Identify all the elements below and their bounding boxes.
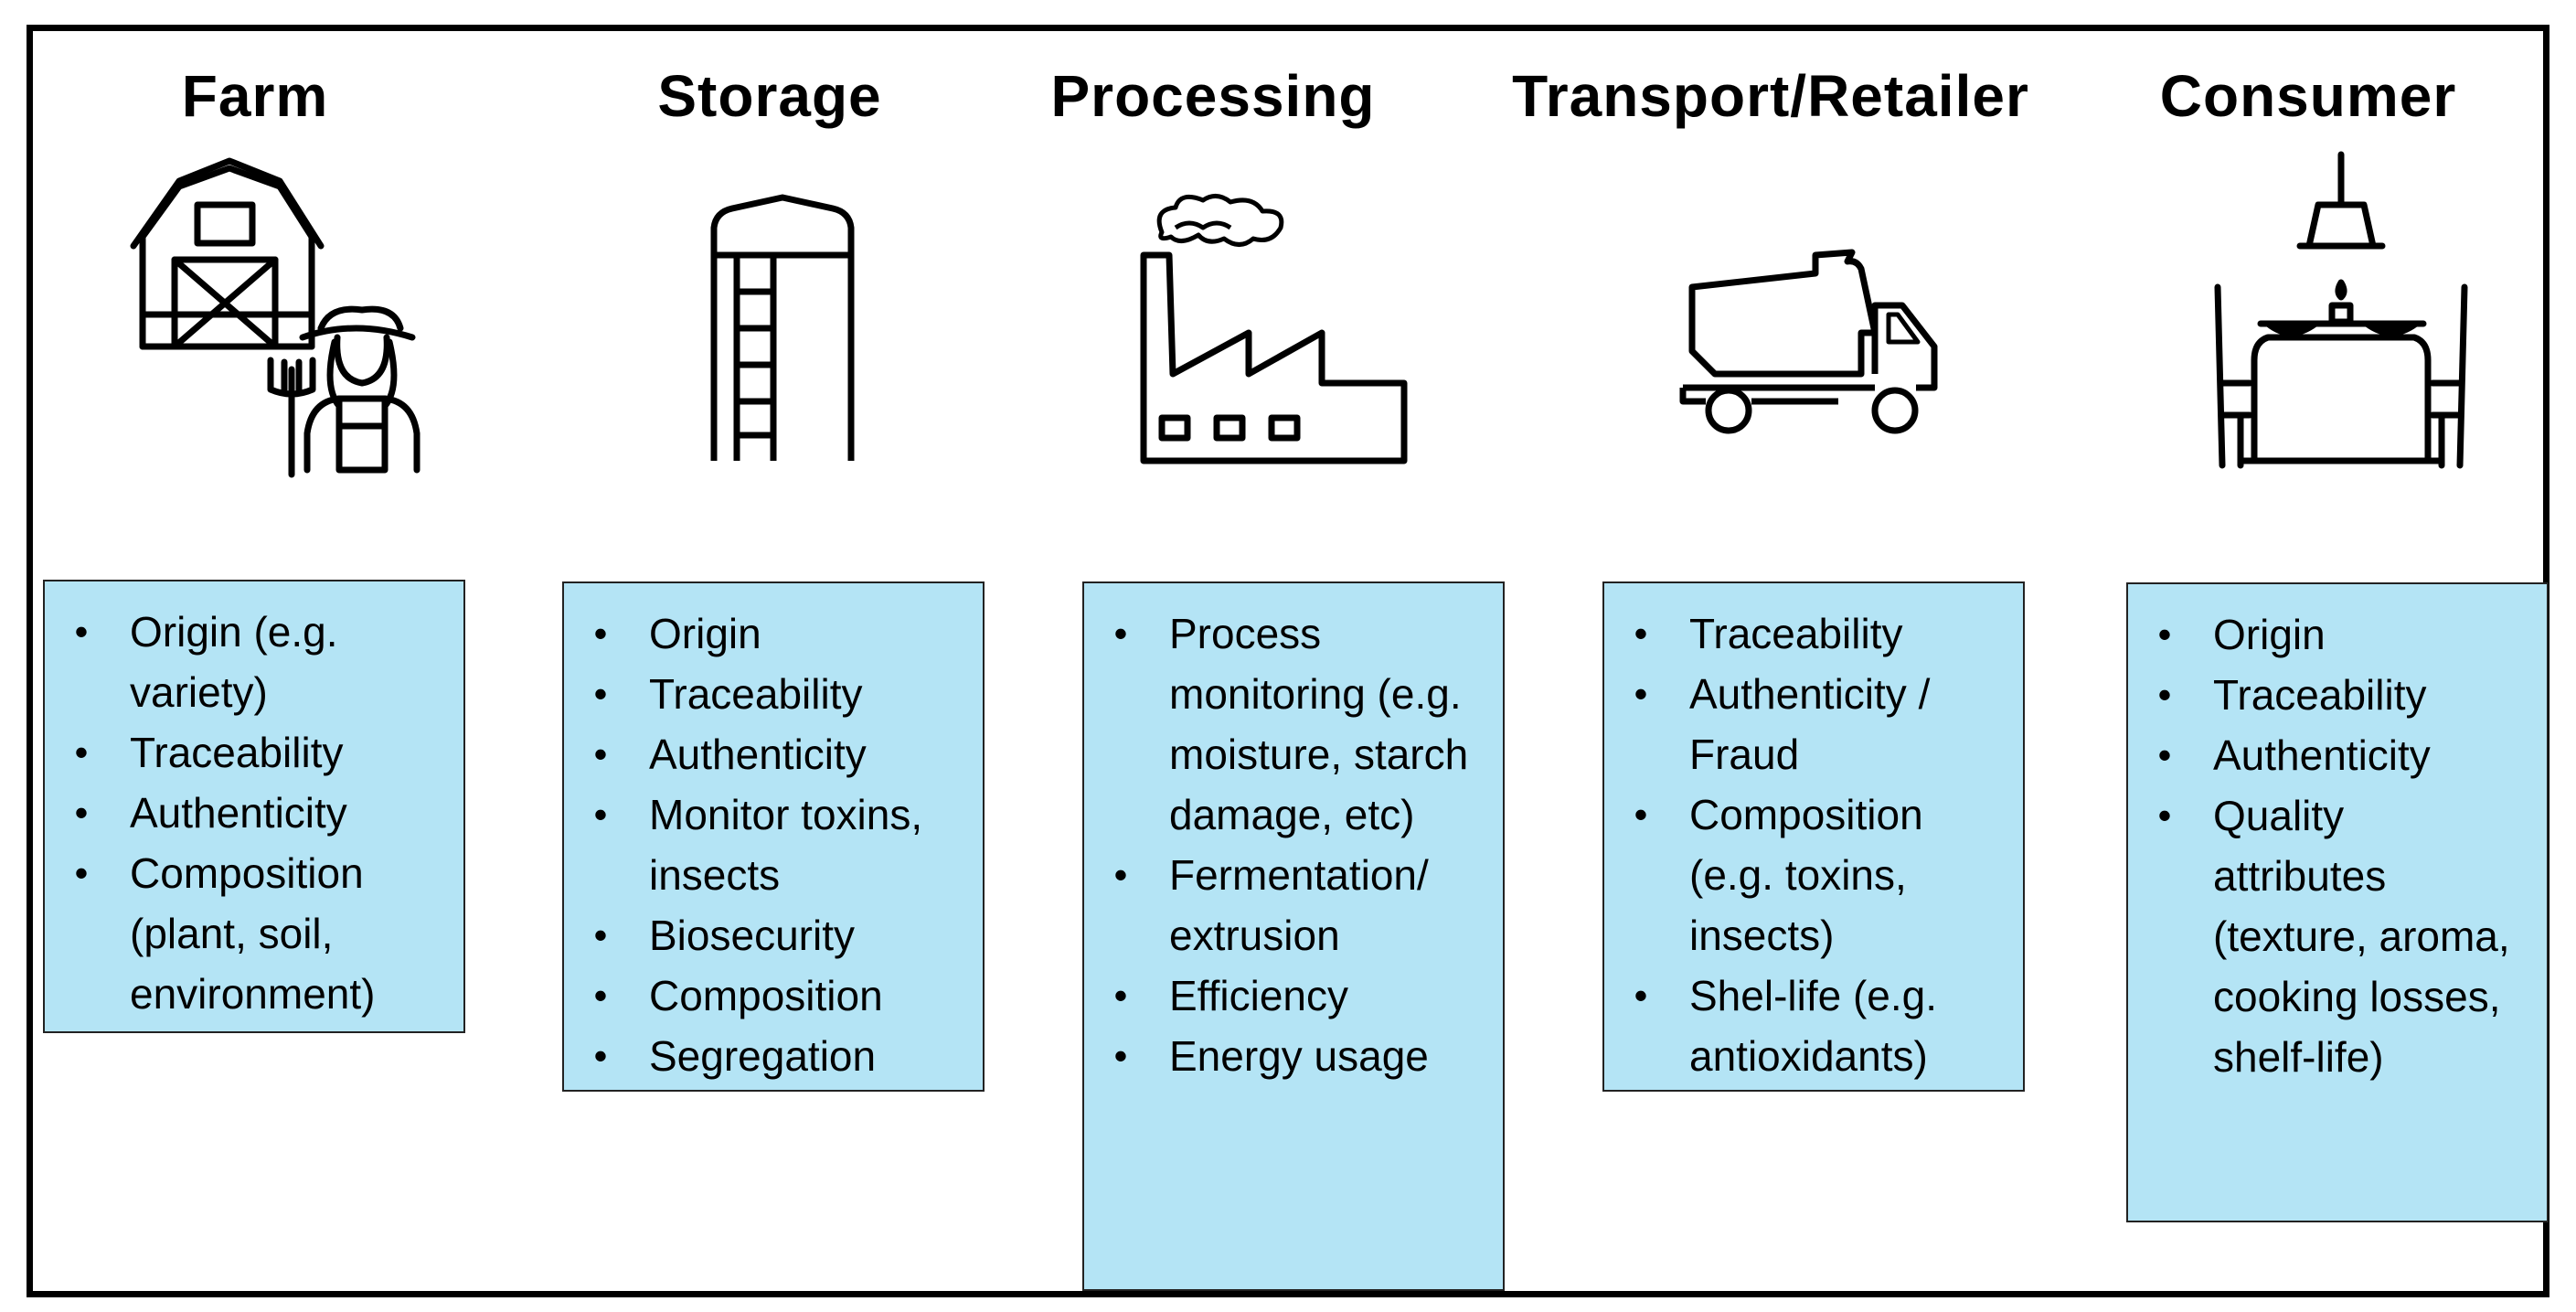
list-item: Authenticity / Fraud [1623, 664, 2005, 784]
factory-icon [1125, 191, 1418, 465]
stage-title-consumer: Consumer [2159, 63, 2457, 129]
transport-box: Traceability Authenticity / Fraud Compos… [1602, 581, 2025, 1092]
dining-table-icon [2204, 151, 2478, 469]
list-item: Authenticity [63, 783, 445, 843]
list-item: Energy usage [1102, 1026, 1485, 1086]
list-item: Traceability [63, 722, 445, 783]
list-item: Traceability [2146, 665, 2528, 725]
stage-title-transport: Transport/Retailer [1512, 63, 2029, 129]
list-item: Composition (e.g. toxins, insects) [1623, 784, 2005, 965]
list-item: Quality attributes (texture, aroma, cook… [2146, 785, 2528, 1087]
processing-box: Process monitoring (e.g. moisture, starc… [1082, 581, 1505, 1291]
farm-box: Origin (e.g. variety) Traceability Authe… [43, 580, 465, 1033]
stage-title-farm: Farm [181, 63, 329, 129]
list-item: Composition (plant, soil, environment) [63, 843, 445, 1024]
list-item: Fermentation/ extrusion [1102, 845, 1485, 965]
list-item: Monitor toxins, insects [582, 784, 964, 905]
list-item: Origin (e.g. variety) [63, 602, 445, 722]
supply-chain-diagram: Farm Storage Processing Transport/Retail… [27, 25, 2549, 1297]
list-item: Segregation [582, 1026, 964, 1086]
list-item: Shel-life (e.g. antioxidants) [1623, 965, 2005, 1086]
list-item: Origin [582, 603, 964, 664]
dump-truck-icon [1678, 249, 1962, 443]
list-item: Biosecurity [582, 905, 964, 965]
list-item: Composition [582, 965, 964, 1026]
list-item: Traceability [582, 664, 964, 724]
grain-silo-icon [705, 194, 860, 461]
list-item: Origin [2146, 604, 2528, 665]
stage-title-processing: Processing [1050, 63, 1376, 129]
farm-barn-farmer-icon [115, 157, 481, 479]
stage-title-storage: Storage [657, 63, 882, 129]
list-item: Authenticity [2146, 725, 2528, 785]
consumer-box: Origin Traceability Authenticity Quality… [2126, 582, 2549, 1222]
list-item: Process monitoring (e.g. moisture, starc… [1102, 603, 1485, 845]
list-item: Efficiency [1102, 965, 1485, 1026]
list-item: Traceability [1623, 603, 2005, 664]
list-item: Authenticity [582, 724, 964, 784]
storage-box: Origin Traceability Authenticity Monitor… [562, 581, 985, 1092]
